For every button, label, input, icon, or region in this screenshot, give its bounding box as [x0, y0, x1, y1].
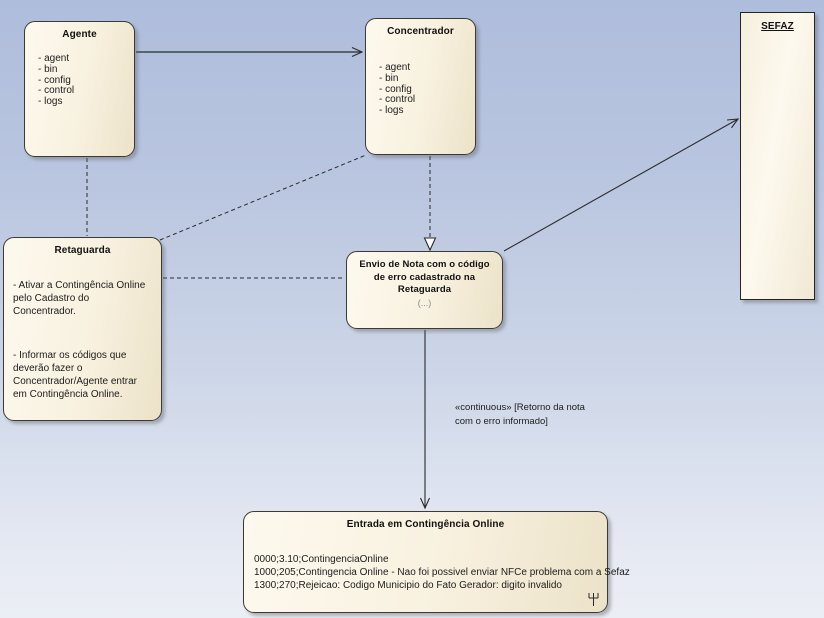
entrada-line: 1300;270;Rejeicao: Codigo Municipio do F… [254, 580, 562, 591]
node-agente[interactable]: Agente - agent - bin - config - control … [24, 21, 135, 157]
node-sefaz-title: SEFAZ [761, 21, 794, 32]
node-sefaz[interactable]: SEFAZ [740, 12, 815, 300]
node-envio-subtitle: (...) [417, 297, 432, 308]
node-retaguarda-title: Retaguarda [54, 245, 111, 256]
node-retaguarda[interactable]: Retaguarda - Ativar a Contingência Onlin… [3, 237, 162, 421]
list-item: - logs [38, 96, 63, 108]
node-concentrador[interactable]: Concentrador - agent - bin - config - co… [365, 18, 476, 155]
list-item: - config [38, 74, 71, 86]
node-envio-title: Envio de Nota com o código de erro cadas… [359, 259, 490, 295]
list-item: - agent [379, 62, 411, 73]
agente-item-list: - agent - bin - config - control - logs [25, 53, 134, 108]
edge-retaguarda-concentrador[interactable] [159, 154, 367, 241]
list-item: - config [379, 83, 412, 95]
list-item: - agent [38, 53, 70, 64]
composite-rake-icon [588, 593, 599, 606]
list-item: - bin [38, 63, 58, 75]
list-item: - bin [379, 72, 399, 84]
retaguarda-body: - Ativar a Contingência Online pelo Cada… [4, 279, 161, 401]
edge-envio-sefaz[interactable] [503, 118, 740, 252]
node-envio-de-nota[interactable]: Envio de Nota com o código de erro cadas… [346, 251, 503, 329]
list-item: - control [38, 85, 75, 97]
concentrador-item-list: - agent - bin - config - control - logs [366, 62, 475, 117]
entrada-line: 0000;3.10;ContingenciaOnline [254, 554, 389, 565]
entrada-line: 1000;205;Contingencia Online - Nao foi p… [254, 567, 630, 578]
entrada-body: 0000;3.10;ContingenciaOnline 1000;205;Co… [244, 553, 630, 592]
node-entrada-title: Entrada em Contingência Online [346, 519, 505, 530]
retaguarda-paragraph: - Ativar a Contingência Online pelo Cada… [13, 280, 146, 317]
edge-label-continuous: «continuous» [Retorno da nota com o erro… [455, 402, 585, 427]
retaguarda-paragraph: - Informar os códigos que deverão fazer … [13, 350, 137, 400]
list-item: - control [379, 94, 416, 106]
list-item: - logs [379, 105, 404, 117]
node-concentrador-title: Concentrador [387, 26, 454, 37]
node-agente-title: Agente [62, 29, 97, 40]
node-entrada-contingencia[interactable]: Entrada em Contingência Online 0000;3.10… [243, 511, 630, 613]
